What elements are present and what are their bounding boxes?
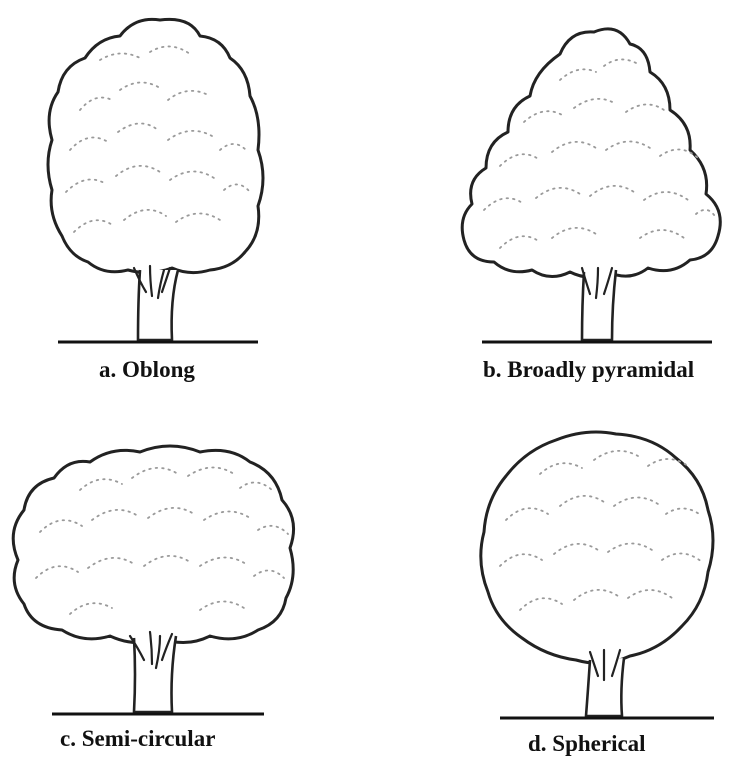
caption-broadly-pyramidal: b. Broadly pyramidal — [483, 357, 694, 383]
semi-circular-trunk — [134, 636, 176, 712]
tree-broadly-pyramidal — [462, 29, 720, 342]
oblong-trunk — [138, 270, 178, 340]
semi-circular-crown — [13, 446, 293, 643]
caption-semi-circular: c. Semi-circular — [60, 726, 215, 752]
caption-oblong: a. Oblong — [99, 357, 195, 383]
broadly-pyramidal-trunk — [582, 270, 616, 340]
tree-semi-circular — [13, 446, 293, 714]
broadly-pyramidal-crown — [462, 29, 720, 277]
caption-spherical: d. Spherical — [528, 731, 646, 757]
oblong-crown — [48, 19, 263, 272]
tree-oblong — [48, 19, 263, 342]
tree-spherical — [481, 432, 714, 718]
spherical-crown — [481, 432, 713, 663]
